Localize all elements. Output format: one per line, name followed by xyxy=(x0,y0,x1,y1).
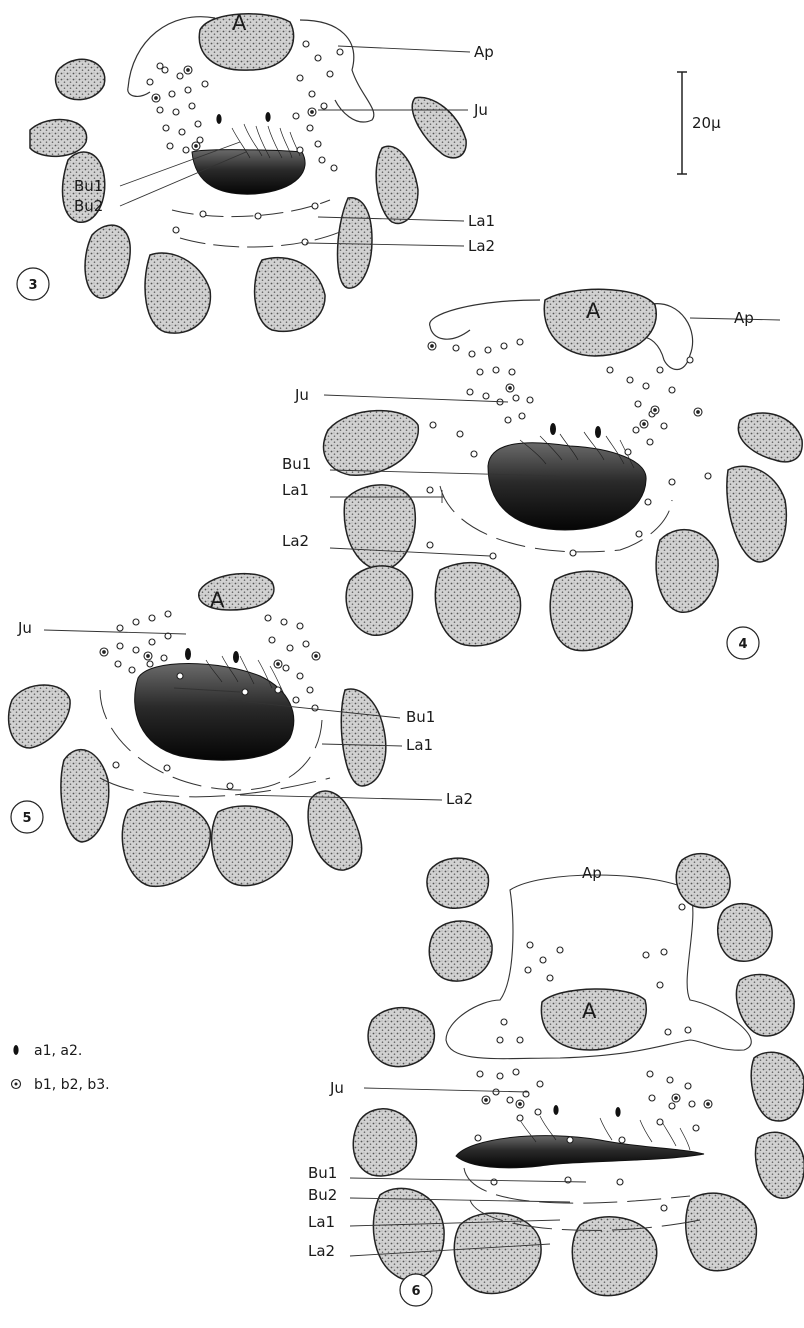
fig4-buccal-cavity xyxy=(488,443,646,530)
fig3-label-ju: Ju xyxy=(473,101,488,119)
fig5-label-ju: Ju xyxy=(17,619,32,637)
fig4-number: 4 xyxy=(738,637,747,652)
fig5-label-la1: La1 xyxy=(406,736,433,754)
figure-4: A Ap Ju Bu1 La1 La2 4 xyxy=(282,289,802,659)
figure-6: Ap A Ju Bu1 Bu2 La1 La2 6 xyxy=(308,854,804,1306)
scale-bar-label: 20μ xyxy=(692,114,721,132)
figure-3: A Ap Ju Bu1 Bu2 La1 La2 3 xyxy=(17,11,495,333)
fig6-nuclei xyxy=(353,854,804,1296)
fig6-label-ju: Ju xyxy=(329,1079,344,1097)
fig4-label-bu1: Bu1 xyxy=(282,455,311,473)
fig5-buccal-cavity xyxy=(135,664,294,761)
fig6-dotted-sensilla xyxy=(482,1094,712,1108)
fig6-label-ap: Ap xyxy=(582,864,602,882)
fig6-label-la2: La2 xyxy=(308,1242,335,1260)
fig3-label-la1: La1 xyxy=(468,212,495,230)
fig5-label-bu1: Bu1 xyxy=(406,708,435,726)
fig3-number: 3 xyxy=(28,278,37,293)
fig6-label-bu2: Bu2 xyxy=(308,1186,337,1204)
fig3-label-a: A xyxy=(232,11,247,35)
legend-label-b: b1, b2, b3. xyxy=(34,1077,110,1093)
fig3-label-bu2: Bu2 xyxy=(74,197,103,215)
fig6-label-bu1: Bu1 xyxy=(308,1164,337,1182)
fig5-label-a: A xyxy=(210,588,225,612)
fig4-label-la2: La2 xyxy=(282,532,309,550)
fig4-label-ap: Ap xyxy=(734,309,754,327)
fig6-label-a: A xyxy=(582,999,597,1023)
fig6-label-la1: La1 xyxy=(308,1213,335,1231)
legend-label-a: a1, a2. xyxy=(34,1043,82,1059)
fig4-label-a: A xyxy=(586,299,601,323)
fig3-dotted-sensilla xyxy=(152,66,316,150)
fig5-number: 5 xyxy=(22,811,31,826)
fig3-sensilla xyxy=(147,41,343,245)
fig3-label-ap: Ap xyxy=(474,43,494,61)
fig5-label-la2: La2 xyxy=(446,790,473,808)
fig3-buccal-cavity xyxy=(192,150,305,195)
scale-bar: 20μ xyxy=(677,72,721,174)
fig4-label-ju: Ju xyxy=(294,386,309,404)
fig4-label-la1: La1 xyxy=(282,481,309,499)
fig3-label-la2: La2 xyxy=(468,237,495,255)
legend-dotted-circle-icon xyxy=(12,1080,21,1089)
fig6-buccal-cavity xyxy=(456,1136,704,1168)
fig3-label-bu1: Bu1 xyxy=(74,177,103,195)
legend-solid-oval-icon xyxy=(13,1045,18,1055)
legend: a1, a2. b1, b2, b3. xyxy=(12,1043,110,1093)
fig6-number: 6 xyxy=(411,1284,420,1299)
